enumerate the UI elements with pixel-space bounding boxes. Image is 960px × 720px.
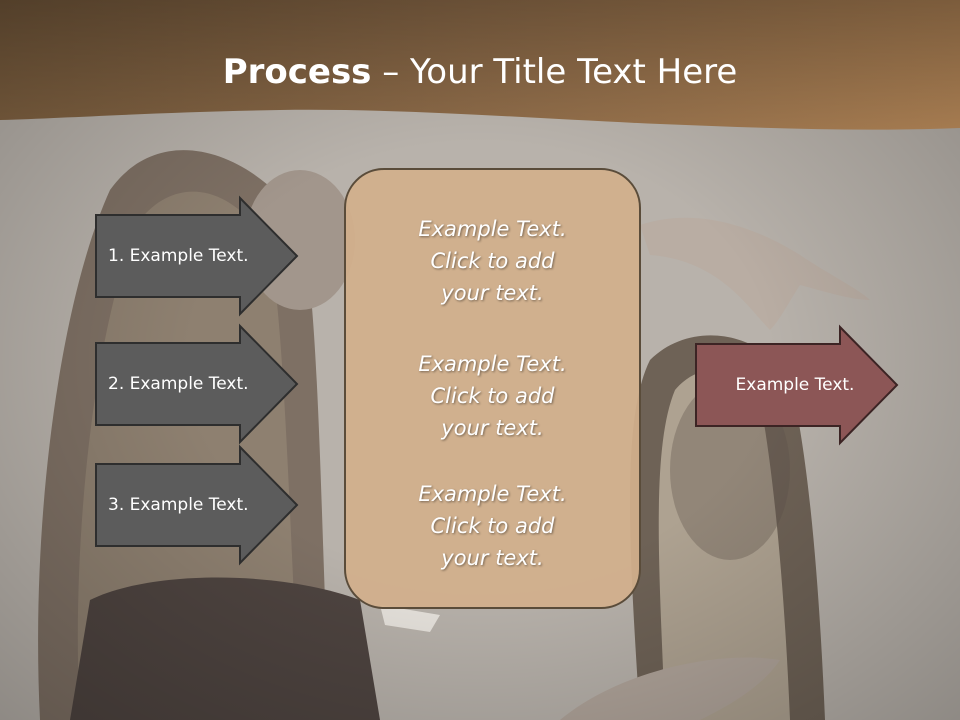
center-text-box[interactable]: Example Text. Click to add your text. Ex…: [344, 168, 641, 609]
center-block-1: Example Text. Click to add your text.: [346, 213, 639, 309]
result-arrow-label: Example Text.: [735, 375, 855, 395]
step-arrow-2[interactable]: 2. Example Text.: [95, 323, 300, 445]
center-block-3: Example Text. Click to add your text.: [346, 478, 639, 574]
step-arrow-3-label: 3. Example Text.: [108, 495, 249, 515]
slide-title[interactable]: Process – Your Title Text Here: [0, 52, 960, 92]
title-bold: Process: [222, 52, 372, 92]
result-arrow-shape: [695, 324, 899, 446]
arrow-shape-2: [95, 323, 299, 445]
step-arrow-2-label: 2. Example Text.: [108, 374, 249, 394]
arrow-shape-3: [95, 444, 299, 566]
center-block-1-line-3: your text.: [441, 281, 544, 305]
center-block-1-line-1: Example Text.: [418, 217, 567, 241]
center-block-2-line-1: Example Text.: [418, 352, 567, 376]
center-block-2: Example Text. Click to add your text.: [346, 348, 639, 444]
center-block-3-line-3: your text.: [441, 546, 544, 570]
title-rest: – Your Title Text Here: [371, 52, 738, 92]
step-arrow-1-label: 1. Example Text.: [108, 246, 249, 266]
center-block-3-line-2: Click to add: [430, 514, 555, 538]
arrow-shape-1: [95, 195, 299, 317]
center-block-3-line-1: Example Text.: [418, 482, 567, 506]
step-arrow-1[interactable]: 1. Example Text.: [95, 195, 300, 317]
center-block-2-line-3: your text.: [441, 416, 544, 440]
result-arrow[interactable]: Example Text.: [695, 324, 900, 446]
center-block-1-line-2: Click to add: [430, 249, 555, 273]
center-block-2-line-2: Click to add: [430, 384, 555, 408]
step-arrow-3[interactable]: 3. Example Text.: [95, 444, 300, 566]
